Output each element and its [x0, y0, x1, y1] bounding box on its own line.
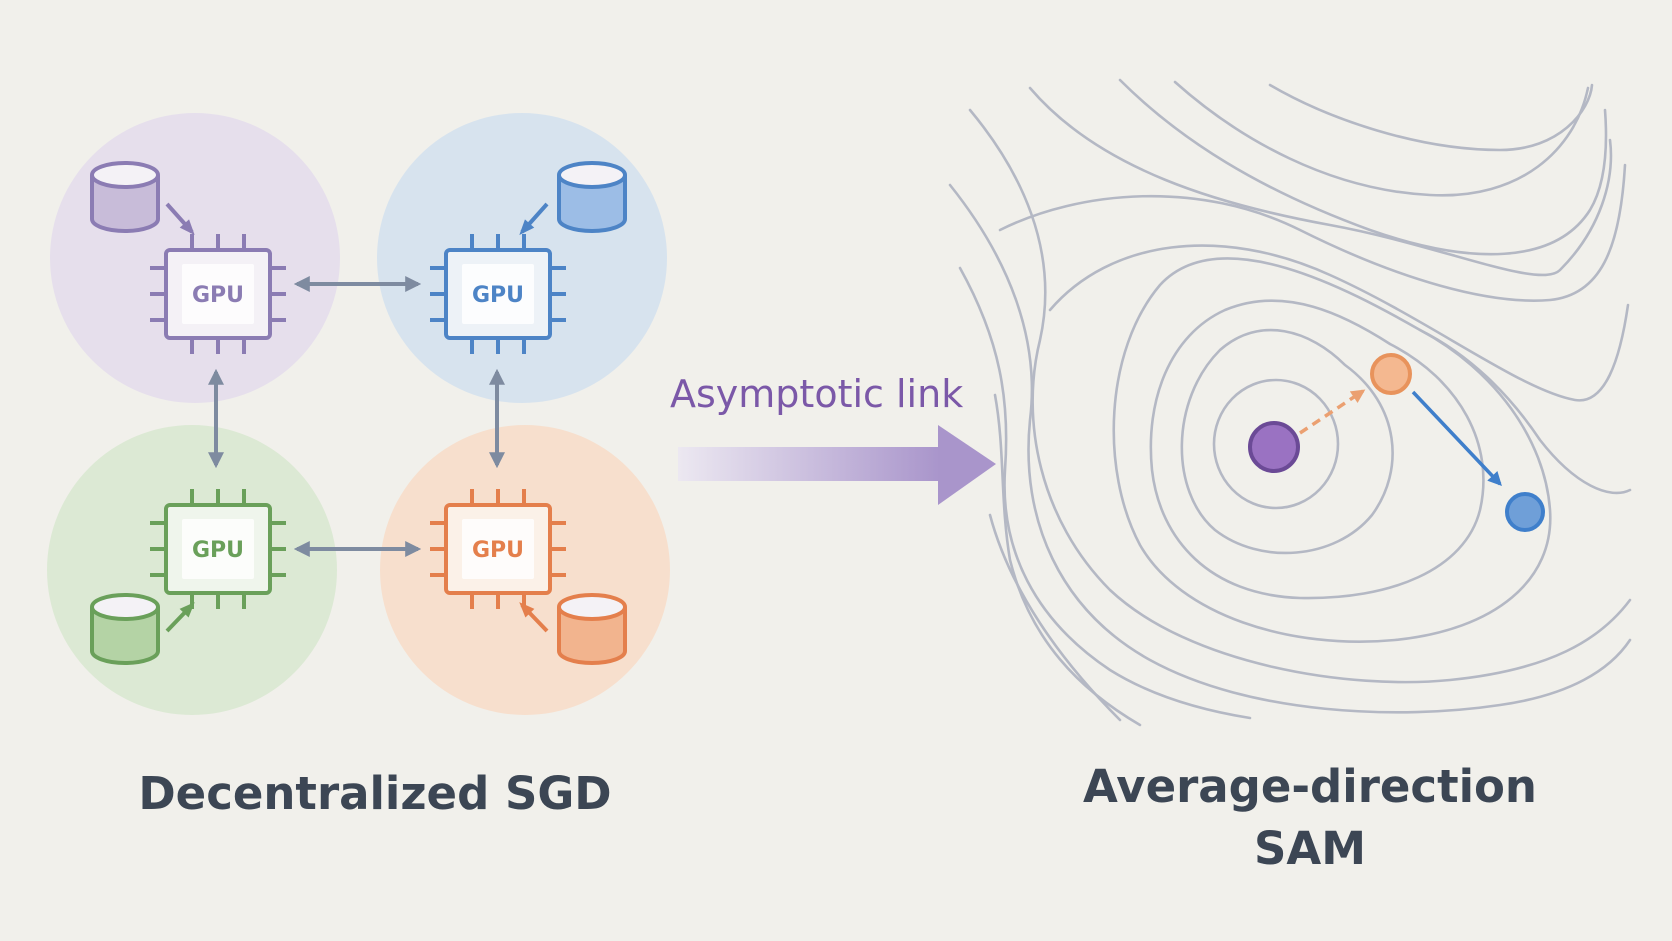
gpu-label-orange: GPU: [472, 538, 524, 563]
gpu-label-blue: GPU: [472, 283, 524, 308]
contour-8: [1118, 78, 1608, 256]
right-panel-title-line1: Average-direction: [1083, 760, 1537, 813]
start-point: [1248, 421, 1300, 473]
databases: [90, 161, 627, 665]
database-icon-orange: [519, 593, 627, 665]
database-icon-blue: [519, 161, 627, 235]
contour-2: [1180, 328, 1394, 555]
database-icon-purple: [90, 161, 195, 235]
contour-12: [948, 183, 1632, 714]
contour-1: [1212, 378, 1340, 510]
asymptotic-link-arrow: [678, 425, 996, 505]
gpu-links: [208, 276, 505, 557]
asymptotic-link-label: Asymptotic link: [670, 372, 964, 416]
gpu-label-green: GPU: [192, 538, 244, 563]
perturbed-point: [1370, 353, 1412, 395]
contour-4: [1112, 257, 1552, 643]
contour-10: [1268, 83, 1594, 152]
contour-11: [968, 108, 1632, 684]
perturbation-step: [1299, 389, 1366, 435]
update-point: [1505, 492, 1545, 532]
update-step: [1411, 390, 1502, 487]
contour-9: [1173, 80, 1590, 197]
contour-6: [998, 163, 1627, 302]
sam-steps: [1248, 353, 1545, 532]
contour-13: [958, 266, 1252, 720]
loss-contours: [948, 78, 1632, 727]
gpu-chip-blue: GPU: [430, 234, 566, 354]
gpu-chips: GPU GPU GPU GPU: [150, 234, 566, 609]
database-icon-green: [90, 593, 195, 665]
contour-5: [1048, 244, 1630, 402]
gpu-chip-purple: GPU: [150, 234, 286, 354]
right-panel-title-line2: SAM: [1253, 822, 1367, 875]
gpu-chip-orange: GPU: [430, 489, 566, 609]
left-panel-title: Decentralized SGD: [138, 767, 612, 820]
contour-3: [1149, 299, 1485, 600]
gpu-label-purple: GPU: [192, 283, 244, 308]
contour-15: [988, 513, 1122, 722]
contour-16: [1418, 328, 1632, 495]
right-panel-title: Average-direction SAM: [1005, 756, 1615, 880]
contour-7: [1028, 86, 1613, 277]
gpu-chip-green: GPU: [150, 489, 286, 609]
